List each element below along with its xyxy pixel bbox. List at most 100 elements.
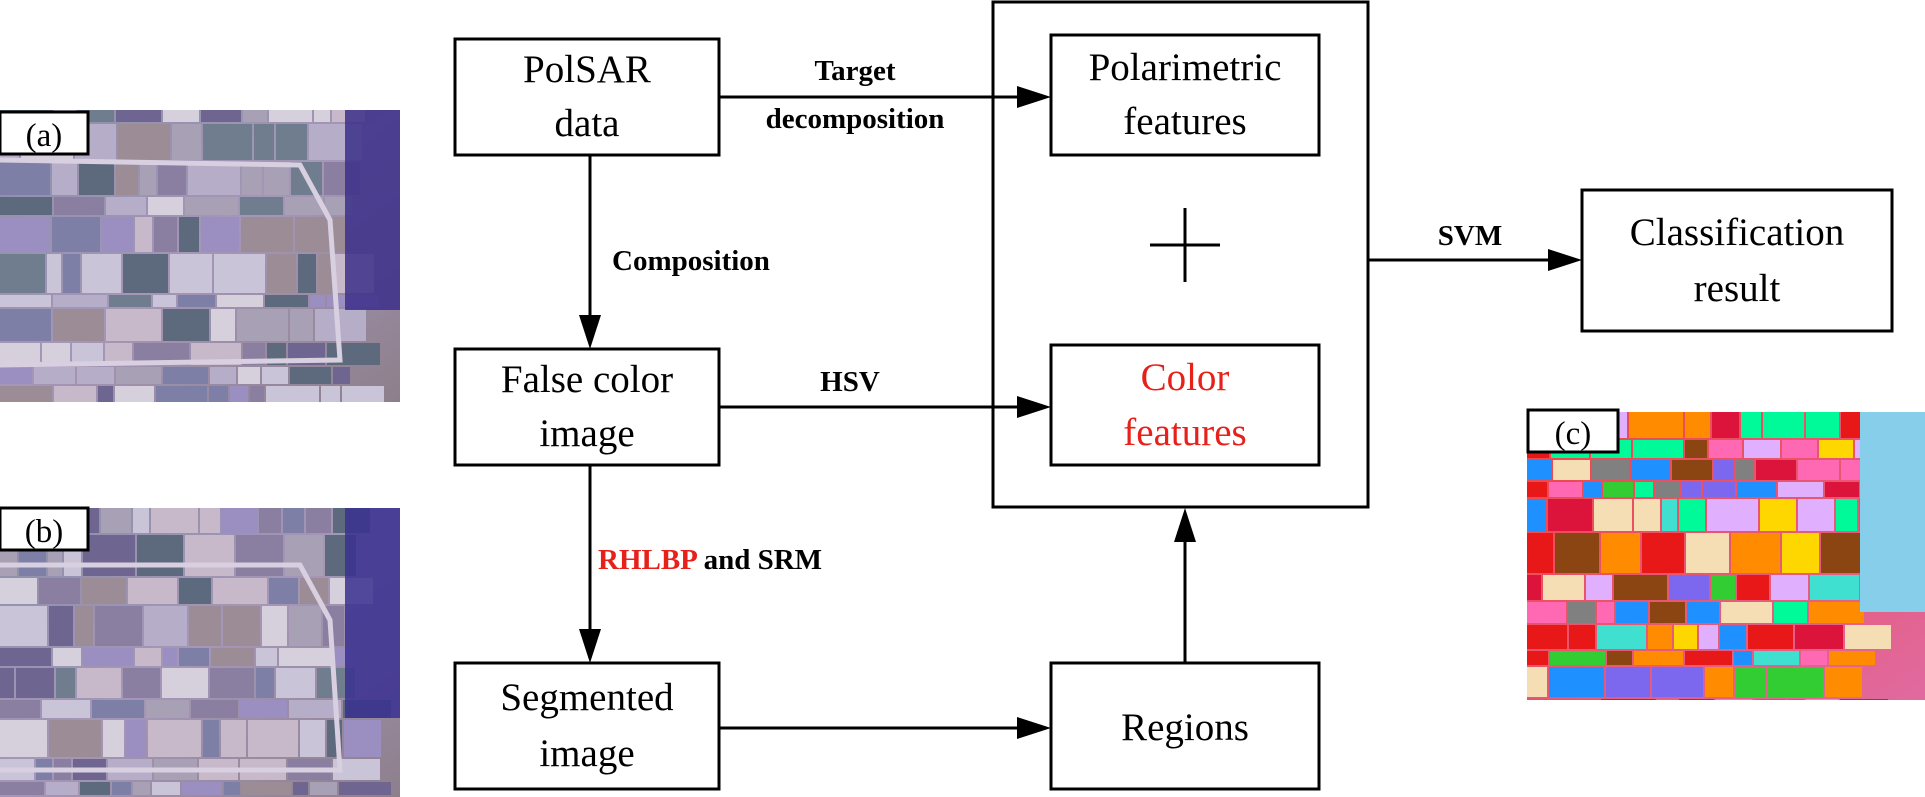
image-field-patch <box>1840 699 1888 700</box>
image-field-patch <box>1763 412 1804 438</box>
image-field-patch <box>290 309 313 341</box>
image-field-patch <box>1592 460 1629 480</box>
image-field-patch <box>1736 460 1754 480</box>
image-field-patch <box>1616 602 1648 623</box>
image-field-patch <box>82 578 126 604</box>
plus-sign <box>1150 208 1220 282</box>
image-field-patch <box>242 782 291 795</box>
image-field-patch <box>188 162 240 195</box>
panel-b-image <box>0 508 400 797</box>
image-field-patch <box>344 720 381 757</box>
image-field-patch <box>1829 651 1875 665</box>
image-field-patch <box>1527 533 1553 573</box>
image-field-patch <box>46 782 78 795</box>
image-field-patch <box>1798 460 1839 480</box>
image-field-patch <box>172 124 201 160</box>
polarimetric-features-box <box>1049 33 1321 157</box>
image-field-patch <box>83 648 133 666</box>
image-field-patch <box>116 110 161 122</box>
image-field-patch <box>95 606 142 646</box>
arrow-hsv <box>719 396 1051 418</box>
image-field-patch <box>0 254 45 293</box>
image-field-patch <box>79 162 114 195</box>
image-field-patch <box>179 578 211 604</box>
color-features-line1: Color <box>1141 356 1230 399</box>
image-field-patch <box>1543 575 1584 600</box>
image-field-patch <box>209 386 228 402</box>
rhlbp-label: RHLBP <box>598 544 697 576</box>
image-field-patch <box>213 578 267 604</box>
false-color-image-line2: image <box>539 412 634 455</box>
image-field-patch <box>1709 440 1742 458</box>
image-field-patch <box>1771 575 1808 600</box>
image-field-patch <box>102 217 133 252</box>
image-field-patch <box>203 124 252 160</box>
image-field-patch <box>264 162 289 195</box>
image-field-patch <box>266 386 319 402</box>
segmented-image-line2: image <box>539 732 634 775</box>
image-field-patch <box>1798 499 1834 531</box>
image-field-patch <box>158 162 186 195</box>
image-field-patch <box>115 386 154 402</box>
image-field-patch <box>1737 575 1769 600</box>
composition-label: Composition <box>612 245 770 277</box>
panel-b-label: (b) <box>25 514 63 550</box>
image-field-patch <box>1845 625 1891 649</box>
image-field-patch <box>1631 460 1670 480</box>
image-field-patch <box>1768 667 1823 697</box>
image-field-patch <box>1735 667 1766 697</box>
image-field-patch <box>116 162 138 195</box>
image-field-patch <box>1527 460 1551 480</box>
image-field-patch <box>1778 482 1823 497</box>
image-field-patch <box>1782 533 1819 573</box>
image-field-patch <box>1810 575 1859 600</box>
image-field-patch <box>83 535 135 576</box>
image-field-patch <box>1634 499 1660 531</box>
image-field-patch <box>101 508 131 533</box>
image-field-patch <box>75 606 93 646</box>
image-field-patch <box>1527 699 1548 700</box>
image-field-patch <box>339 782 391 795</box>
image-field-patch <box>1705 667 1733 697</box>
image-field-patch <box>203 720 219 757</box>
image-field-patch <box>0 668 14 698</box>
svm-label: SVM <box>1438 220 1502 252</box>
segmented-image-line1: Segmented <box>500 676 674 719</box>
image-field-patch <box>298 254 316 293</box>
image-field-patch <box>224 782 240 795</box>
image-field-patch <box>0 309 51 341</box>
image-field-patch <box>1825 482 1859 497</box>
image-field-patch <box>163 110 199 122</box>
image-field-patch <box>1527 651 1548 665</box>
image-field-patch <box>53 648 81 666</box>
image-field-patch <box>1549 667 1604 697</box>
image-field-patch <box>1756 460 1796 480</box>
image-field-patch <box>0 217 50 252</box>
image-field-patch <box>1821 533 1861 573</box>
image-field-patch <box>1795 625 1843 649</box>
image-field-patch <box>1601 699 1656 700</box>
image-field-patch <box>283 508 304 533</box>
image-field-patch <box>163 648 177 666</box>
image-field-patch <box>0 386 52 402</box>
image-field-patch <box>1634 651 1683 665</box>
image-field-patch <box>1836 499 1857 531</box>
image-field-patch <box>182 782 222 795</box>
srm-label: and SRM <box>696 544 822 576</box>
image-field-patch <box>1527 499 1546 531</box>
image-field-patch <box>1655 482 1680 497</box>
image-field-patch <box>279 648 332 666</box>
image-field-patch <box>1527 625 1567 649</box>
image-field-patch <box>1669 575 1709 600</box>
image-field-patch <box>39 578 80 604</box>
image-field-patch <box>1584 482 1601 497</box>
image-field-patch <box>1685 440 1707 458</box>
image-field-patch <box>250 386 264 402</box>
image-field-patch <box>1672 460 1712 480</box>
image-field-patch <box>162 668 208 698</box>
image-field-patch <box>0 782 44 795</box>
arrow-rhlbp-srm <box>579 465 601 663</box>
image-field-patch <box>152 782 180 795</box>
image-field-patch <box>1686 533 1729 573</box>
